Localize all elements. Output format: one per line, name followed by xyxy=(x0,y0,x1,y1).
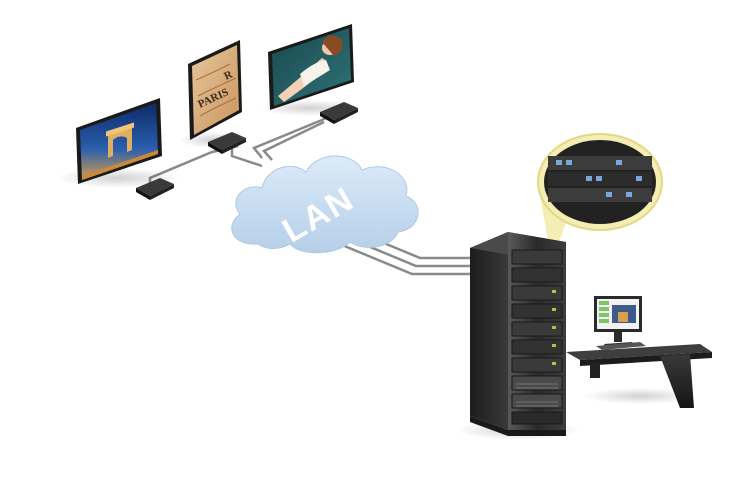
arc-de-triomphe-display xyxy=(56,98,180,188)
workstation-monitor xyxy=(594,296,642,348)
media-player-3 xyxy=(320,102,358,124)
callout-rack-units xyxy=(548,156,652,202)
paris-map-display: PARIS R xyxy=(178,40,250,148)
lan-cloud: LAN xyxy=(231,155,419,254)
rack-units xyxy=(511,249,563,425)
rack-status-leds xyxy=(552,290,556,365)
media-player-1 xyxy=(136,178,174,200)
media-player-2 xyxy=(208,132,246,154)
control-desk xyxy=(566,296,712,408)
model-portrait-display xyxy=(260,24,360,116)
server-rack xyxy=(456,232,580,440)
rack-detail-callout xyxy=(537,133,663,262)
